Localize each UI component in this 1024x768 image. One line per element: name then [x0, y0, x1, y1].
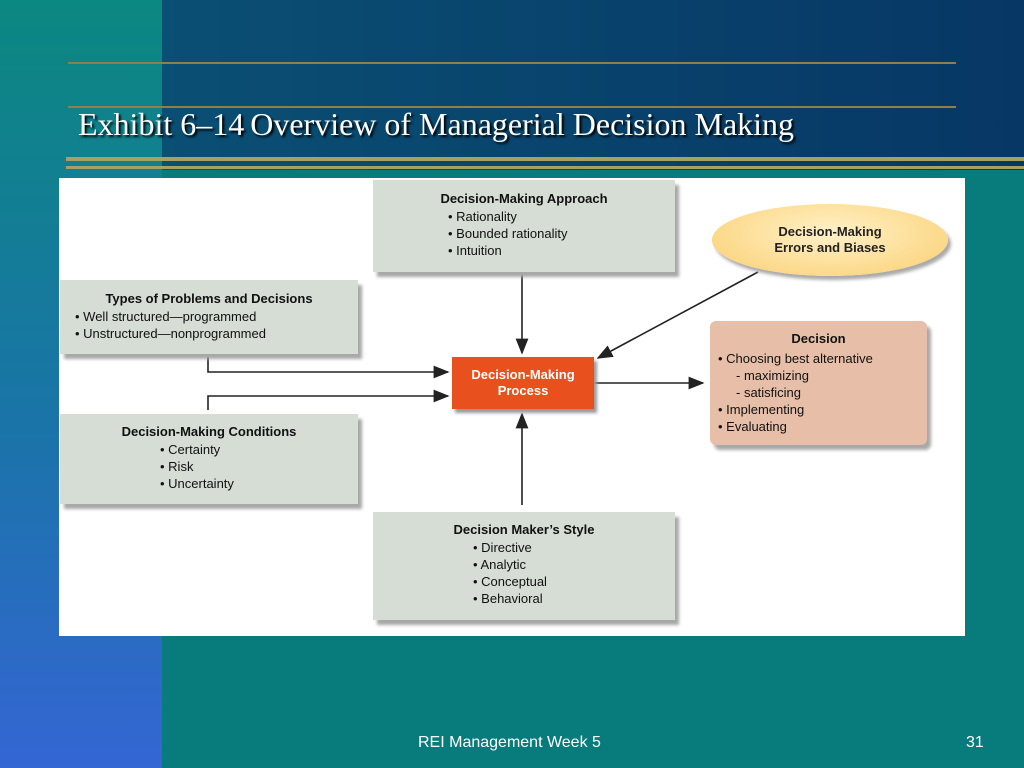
process-label-line2: Process	[497, 383, 549, 398]
approach-box: Decision-Making Approach • Rationality •…	[373, 180, 675, 272]
arrow-errors-to-process	[596, 271, 759, 359]
errors-label-line2: Errors and Biases	[774, 240, 886, 255]
conditions-item: • Uncertainty	[160, 476, 234, 491]
style-item: • Analytic	[473, 557, 526, 572]
process-box: Decision-Making Process	[452, 357, 594, 409]
approach-item: • Rationality	[448, 209, 517, 224]
divider-line	[68, 106, 956, 108]
errors-ellipse: Decision-Making Errors and Biases	[712, 204, 948, 276]
problems-item: • Well structured—programmed	[75, 309, 257, 324]
decision-subitem: - satisficing	[736, 385, 802, 400]
background-top-band	[162, 0, 1024, 170]
decision-item: • Implementing	[718, 402, 805, 417]
approach-title: Decision-Making Approach	[440, 191, 608, 206]
decision-item: • Evaluating	[718, 419, 787, 434]
decision-title: Decision	[791, 331, 846, 346]
conditions-box: Decision-Making Conditions • Certainty •…	[60, 414, 358, 504]
process-label-line1: Decision-Making	[471, 367, 575, 382]
style-box: Decision Maker’s Style • Directive • Ana…	[373, 512, 675, 620]
style-item: • Directive	[473, 540, 532, 555]
divider-line	[66, 166, 1024, 169]
approach-item: • Intuition	[448, 243, 502, 258]
conditions-item: • Risk	[160, 459, 194, 474]
problems-title: Types of Problems and Decisions	[105, 291, 313, 306]
problems-item: • Unstructured—nonprogrammed	[75, 326, 266, 341]
conditions-item: • Certainty	[160, 442, 221, 457]
divider-line	[68, 62, 956, 64]
decision-item: • Choosing best alternative	[718, 351, 873, 366]
arrow-conditions-to-process	[207, 389, 450, 410]
errors-label-line1: Decision-Making	[778, 224, 882, 239]
approach-item: • Bounded rationality	[448, 226, 568, 241]
slide-title-text: Overview of Managerial Decision Making	[250, 106, 795, 142]
problems-box: Types of Problems and Decisions • Well s…	[60, 280, 358, 354]
decision-box: Decision • Choosing best alternative - m…	[710, 321, 927, 445]
arrow-problems-to-process	[207, 356, 450, 379]
style-item: • Conceptual	[473, 574, 547, 589]
decision-subitem: - maximizing	[736, 368, 809, 383]
conditions-title: Decision-Making Conditions	[121, 424, 297, 439]
page-number: 31	[966, 734, 984, 751]
slide-title-exhibit: Exhibit 6–14	[78, 106, 245, 142]
footer-text: REI Management Week 5	[418, 734, 601, 751]
style-item: • Behavioral	[473, 591, 543, 606]
divider-line	[66, 157, 1024, 161]
style-title: Decision Maker’s Style	[453, 522, 595, 537]
